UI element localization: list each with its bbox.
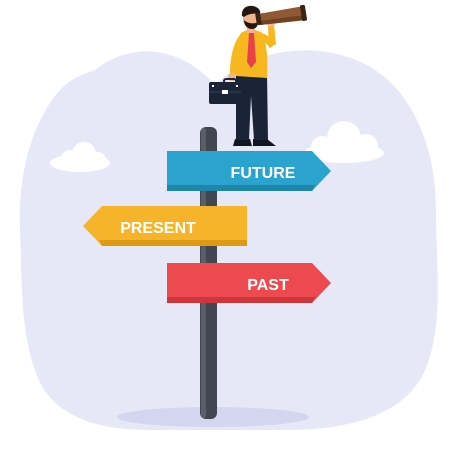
cloud-right — [304, 121, 384, 163]
beard — [244, 20, 258, 29]
briefcase-icon — [209, 78, 241, 104]
sign-future: FUTURE — [167, 151, 331, 191]
sign-past: PAST — [167, 263, 331, 303]
right-shoe — [253, 139, 276, 146]
telescope-icon — [255, 4, 307, 26]
sign-present: PRESENT — [83, 206, 247, 246]
tie — [247, 33, 256, 68]
trousers — [236, 74, 268, 140]
hair — [241, 5, 261, 17]
left-arm — [230, 35, 244, 75]
right-forearm — [268, 24, 276, 48]
sign-future-label: FUTURE — [231, 165, 296, 182]
cloud-left — [50, 142, 110, 172]
sign-present-label: PRESENT — [120, 220, 196, 237]
left-shoe — [233, 139, 252, 146]
neck — [247, 26, 255, 33]
businessman — [209, 4, 307, 146]
sign-past-label: PAST — [247, 277, 289, 294]
